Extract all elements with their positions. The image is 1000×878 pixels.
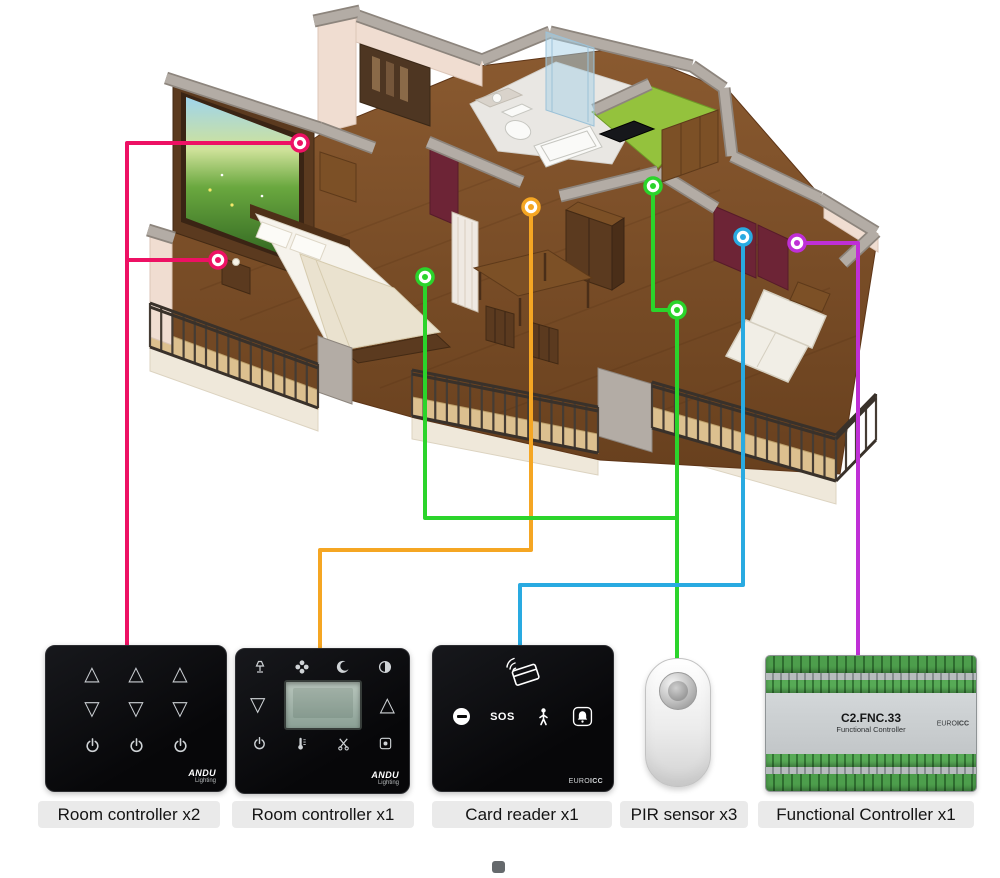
railing-middle: [410, 368, 600, 455]
model-name: Functional Controller: [836, 725, 906, 735]
sensor-dot-pink-2: [208, 250, 228, 270]
railing-left: [148, 301, 320, 410]
do-not-disturb-icon: [453, 708, 470, 725]
wire-cyan: [518, 235, 745, 652]
room-divider: [451, 211, 479, 313]
night-mode-icon: [335, 659, 351, 675]
lamp-icon: [252, 659, 268, 675]
bell-icon: [572, 706, 593, 727]
power-icon: [252, 736, 267, 751]
down-arrow-icon: ▽: [172, 698, 188, 721]
up-arrow-icon: △: [172, 662, 188, 685]
sensor-dot-pink-1: [290, 133, 310, 153]
down-arrow-icon: ▽: [128, 698, 144, 721]
brand-logo: ANDU Lighting: [188, 768, 216, 785]
sink: [492, 93, 502, 103]
brand-logo: EUROICC: [569, 778, 603, 785]
sensor-dot-cyan: [733, 227, 753, 247]
brand-name: ANDU: [371, 769, 399, 780]
lcd-screen: [283, 680, 362, 730]
nightstand: [221, 257, 251, 295]
light-scene-icon: [378, 736, 393, 751]
model-label: C2.FNC.33 Functional Controller: [836, 711, 906, 735]
brand-logo: ANDU Lighting: [371, 770, 399, 787]
fan-icon: [294, 659, 310, 675]
terminal-block-row: [766, 774, 976, 791]
pir-lens: [659, 672, 697, 710]
brand-sub: Lighting: [194, 778, 216, 785]
sensor-dot-orange: [521, 197, 541, 217]
dresser: [319, 151, 357, 203]
balcony-pillars: [317, 335, 653, 453]
brand-sub: Lighting: [377, 780, 399, 787]
person-icon: [535, 707, 552, 727]
wire-pink: [125, 141, 302, 652]
brand-name: ANDU: [188, 767, 216, 778]
caption-pir-sensor: PIR sensor x3: [620, 801, 748, 828]
wire-green-3: [651, 190, 671, 312]
sensor-dot-green-3: [415, 267, 435, 287]
down-arrow-icon: ▽: [250, 694, 266, 716]
pir-sensor-image: [645, 658, 711, 787]
sos-label: SOS: [490, 710, 515, 723]
wire-purple: [795, 241, 860, 662]
thermostat-icon: [294, 736, 309, 751]
power-icon: [128, 737, 145, 754]
footer-logo-mark: [492, 861, 505, 873]
bathroom-fixtures: [474, 31, 603, 168]
wires: [125, 141, 860, 664]
kitchen-fixtures: [598, 109, 719, 183]
sensor-dots: [208, 133, 807, 320]
sensor-dot-green-2: [667, 300, 687, 320]
terminal-block-row: [766, 754, 976, 767]
brand-prefix: EURO: [936, 720, 957, 727]
bathtub: [533, 125, 603, 168]
chair: [485, 305, 515, 349]
day-night-icon: [377, 659, 393, 675]
power-icon: [172, 737, 189, 754]
brand-suffix: ICC: [590, 778, 603, 785]
card-reader-image: SOS EUROICC: [432, 645, 614, 792]
kitchen-cabinet: [661, 109, 719, 183]
caption-room-controller-a: Room controller x2: [38, 801, 220, 828]
shower: [545, 31, 595, 127]
down-arrow-icon: ▽: [84, 698, 100, 721]
toilet-tank: [500, 103, 534, 118]
brand-suffix: ICC: [956, 720, 969, 727]
terminal-screws-row: [766, 673, 976, 680]
functional-controller-image: C2.FNC.33 Functional Controller EUROICC: [765, 655, 977, 792]
terminal-block-row: [766, 656, 976, 673]
sensor-dot-green-1: [643, 176, 663, 196]
toilet: [504, 120, 532, 140]
model-number: C2.FNC.33: [840, 711, 901, 726]
card-icon: [501, 655, 545, 691]
terminal-screws-row: [766, 767, 976, 774]
caption-card-reader: Card reader x1: [432, 801, 612, 828]
side-table: [789, 281, 831, 313]
brand-prefix: EURO: [568, 778, 591, 785]
chair: [529, 321, 559, 365]
room-controller-b-image: ▽ △ ANDU Lighting: [235, 648, 410, 794]
brand-logo: EUROICC: [937, 720, 969, 727]
sensor-dot-purple: [787, 233, 807, 253]
room-controller-a-image: △ △ △ ▽ ▽ ▽ ANDU Lighting: [45, 645, 227, 792]
walls: [146, 4, 881, 346]
caption-functional-controller: Functional Controller x1: [758, 801, 974, 828]
caption-room-controller-b: Room controller x1: [232, 801, 414, 828]
terminal-block-row: [766, 680, 976, 693]
up-arrow-icon: △: [379, 694, 395, 716]
wire-orange: [318, 205, 533, 652]
cooktop: [598, 120, 656, 143]
power-icon: [84, 737, 101, 754]
scissors-icon: [336, 736, 351, 751]
up-arrow-icon: △: [84, 662, 100, 685]
bed: [250, 204, 452, 364]
up-arrow-icon: △: [128, 662, 144, 685]
wire-green-1: [423, 281, 679, 520]
sofa: [724, 289, 827, 383]
